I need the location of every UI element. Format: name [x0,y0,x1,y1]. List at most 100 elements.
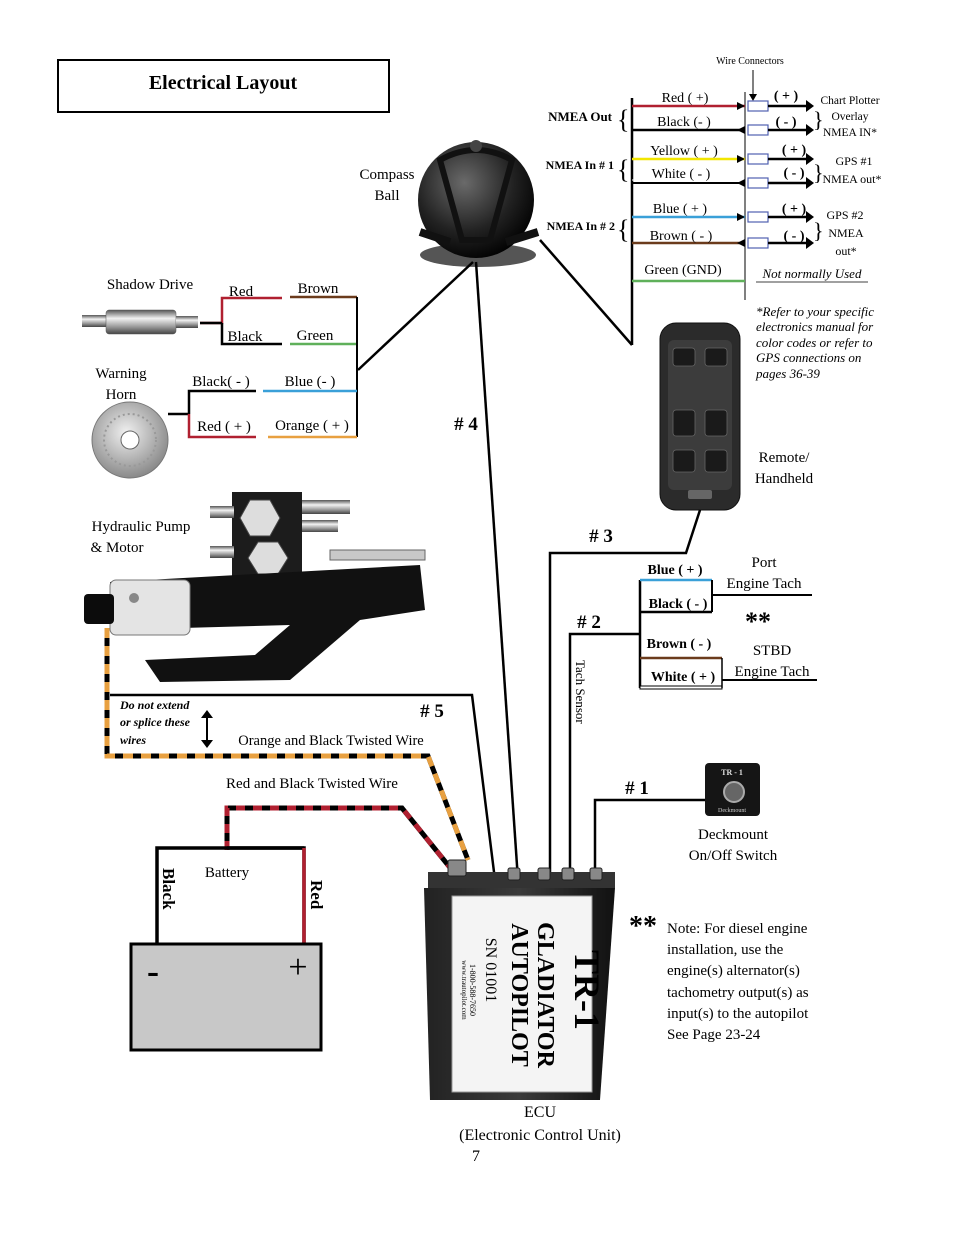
pump-motor-housing [109,579,191,636]
compass-mount-right [504,228,540,246]
connector-brown [747,237,769,249]
nmea-yellow-label: Yellow ( + ) [650,144,718,159]
horn-orange-label: Orange ( + ) [275,418,349,434]
battery-black-label: Black [159,868,178,910]
gps1-brace: } [813,160,824,185]
chart-brace: } [813,107,824,132]
chart-plotter-line2: Overlay [831,111,868,123]
connector-black [747,124,769,136]
hydraulic-label-line2: & Motor [91,540,144,556]
connection-4-label: # 4 [454,414,478,435]
deckmount-label-line1: Deckmount [698,827,769,843]
motor-wire-orange [104,628,471,861]
cable-4 [474,261,520,881]
nmea-in1-brace: { [617,155,629,184]
chart-minus-label: ( - ) [776,115,797,130]
ecu-label-line1: ECU [524,1104,556,1121]
battery-body [129,942,323,1052]
remote-button-6 [704,449,728,473]
shadow-red-label: Red [229,284,254,300]
connection-3-label: # 3 [589,526,613,547]
nmea-connectors [747,100,769,249]
shadow-green-label: Green [297,328,334,344]
compass-ball [418,142,534,258]
remote-button-1 [672,347,696,367]
remote-button-5 [672,449,696,473]
do-not-extend-line1: Do not extend [119,698,190,712]
remote-buttons [672,347,728,473]
title-box [57,59,390,113]
battery-red-label: Red [307,880,326,910]
cable-3 [548,509,702,880]
chart-plus-label: ( + ) [774,89,799,104]
note-line6: See Page 23-24 [667,1027,761,1043]
pump-motor-endcap [84,594,114,624]
ecu-brand-line2: GLADIATOR [532,922,558,1068]
arrowhead-6 [806,237,814,249]
orange-black-twisted-label: Orange and Black Twisted Wire [238,733,424,749]
nmea-out-brace: { [617,105,629,134]
ecu-web: www.trautopilot.com [460,960,468,1020]
gps1-line2: NMEA out* [822,172,881,186]
gps2-line2: NMEA [828,226,864,240]
shadow-drive-image [82,309,198,335]
horn-black-label: Black( - ) [192,374,249,390]
note-line2: installation, use the [667,942,784,958]
nmea-blue-label: Blue ( + ) [653,202,707,217]
wire-connectors-arrowhead [749,94,757,101]
arrowhead-4 [806,177,814,189]
connector-white [747,177,769,189]
horn-black-wire [187,389,256,414]
compass-strap [436,147,516,243]
note-line4: tachometry output(s) as [667,985,809,1001]
remote-label-line1: Remote/ [759,450,811,466]
nmea-red-label: Red ( +) [662,91,709,106]
connector-output-arrows [768,104,806,245]
do-not-extend-note: Do not extend or splice these wires [119,698,191,747]
pump-fitting-left-top [210,506,234,518]
connector-input-arrowheads [737,102,745,247]
in-arrow-4 [737,179,745,187]
ecu-terminal-3 [537,867,551,881]
tach-brown-label: Brown ( - ) [647,637,712,652]
shadow-black-label: Black [228,329,263,345]
connection-2-label: # 2 [577,612,601,633]
gps1-plus-label: ( + ) [782,143,807,158]
compass-label-line1: Compass [359,167,414,183]
tach-white-wire [639,685,723,690]
in-arrow-1 [737,102,745,110]
port-tach-line1: Port [751,555,777,571]
horn-blue-label: Blue (- ) [285,374,336,390]
warning-horn-center [120,430,140,450]
cable-1 [593,798,705,880]
refer-note: *Refer to your specific electronics manu… [755,304,874,381]
connector-red [747,100,769,112]
gps2-plus-label: ( + ) [782,202,807,217]
refer-note-line4: GPS connections on [756,350,861,365]
deckmount-knob [723,781,745,803]
shadow-brown-label: Brown [298,281,339,297]
red-black-twisted-label: Red and Black Twisted Wire [226,776,398,792]
battery-black-lead [155,846,306,944]
shadow-black-wire [220,323,282,346]
stbd-tach-line1: STBD [753,643,792,659]
note-line5: input(s) to the autopilot [667,1006,809,1022]
do-not-extend-line3: wires [120,733,146,747]
ecu-label-panel [451,895,593,1093]
ecu-label-line2: (Electronic Control Unit) [459,1127,621,1144]
battery-minus-terminal: - [147,951,159,991]
arrowhead-5 [806,211,814,223]
refer-note-line3: color codes or refer to [756,335,873,350]
remote-button-2 [704,347,728,367]
note-line3: engine(s) alternator(s) [667,963,800,979]
nmea-in1-label: NMEA In # 1 [546,158,614,172]
in-arrow-3 [737,155,745,163]
gps2-line1: GPS #2 [826,208,863,222]
battery-twisted-black [224,805,454,872]
connection-5-label: # 5 [420,701,444,722]
nmea-green-label: Green (GND) [644,263,722,278]
diesel-note: Note: For diesel engine installation, us… [667,921,809,1043]
warning-horn-ring [103,413,157,467]
refer-note-line5: pages 36-39 [755,366,820,381]
shadow-drive-fitting-right [176,316,198,328]
